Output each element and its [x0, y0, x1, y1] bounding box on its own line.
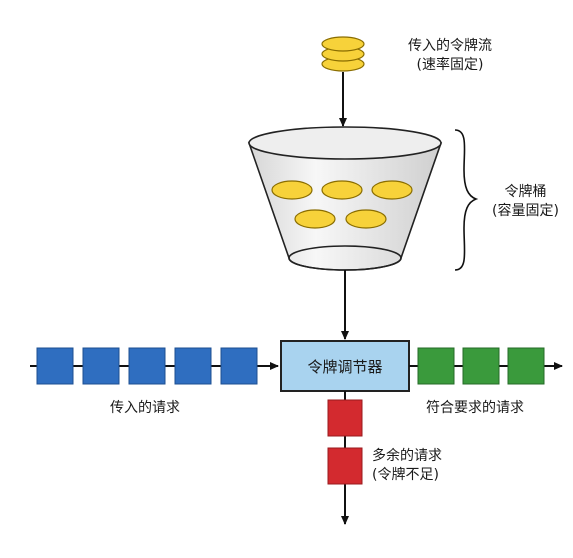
excess-requests [327, 399, 363, 485]
token-stack-coin [321, 36, 365, 52]
incoming-requests [36, 347, 258, 385]
bucket-token [294, 209, 336, 229]
token-bucket [247, 126, 443, 271]
bucket-token [271, 180, 313, 200]
excess-request-box [327, 447, 363, 485]
conforming-requests [417, 347, 545, 385]
incoming-request-box [36, 347, 74, 385]
incoming-requests-label: 传入的请求 [110, 400, 180, 416]
incoming-request-box [82, 347, 120, 385]
bucket-body [247, 142, 443, 271]
conforming-request-box [417, 347, 455, 385]
token-bucket-label: 令牌桶 (容量固定) [492, 184, 559, 219]
incoming-request-box [174, 347, 212, 385]
bucket-token [321, 180, 363, 200]
conforming-requests-label: 符合要求的请求 [426, 400, 524, 416]
token-stack-icon [321, 36, 365, 72]
excess-request-box [327, 399, 363, 437]
conforming-request-box [462, 347, 500, 385]
bucket-tokens [271, 180, 413, 229]
bucket-token [371, 180, 413, 200]
bucket-brace [454, 129, 479, 271]
incoming-request-box [220, 347, 258, 385]
conforming-request-box [507, 347, 545, 385]
bucket-rim [248, 126, 442, 160]
regulator-label: 令牌调节器 [307, 357, 383, 376]
bucket-token [345, 209, 387, 229]
incoming-request-box [128, 347, 166, 385]
excess-requests-label: 多余的请求 (令牌不足) [372, 448, 442, 483]
incoming-token-stream-label: 传入的令牌流 (速率固定) [408, 38, 492, 73]
